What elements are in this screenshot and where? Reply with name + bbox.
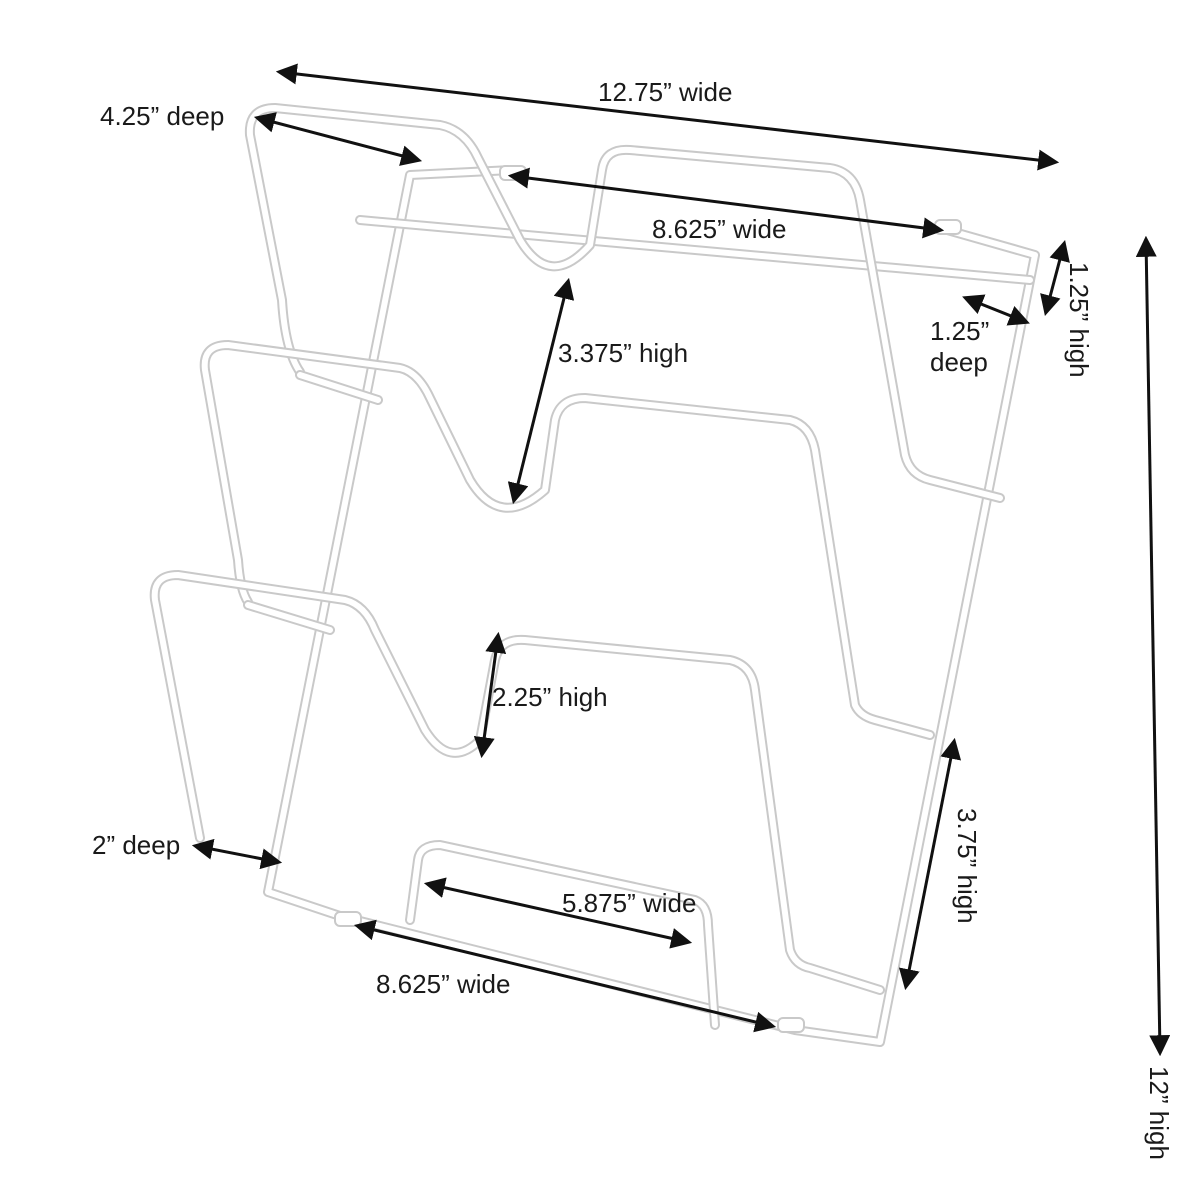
- dimension-arrows: [191, 63, 1171, 1057]
- label-middle-slot-height: 2.25” high: [492, 682, 608, 712]
- label-bottom-slot-width: 5.875” wide: [562, 888, 696, 918]
- arrow-top-slot-width: [507, 167, 945, 239]
- label-overall-height: 12” high: [1144, 1066, 1174, 1160]
- arrow-right-height: [1040, 239, 1070, 317]
- label-top-slot-width: 8.625” wide: [652, 214, 786, 244]
- label-right-height: 1.25” high: [1064, 262, 1094, 378]
- label-bottom-width: 8.625” wide: [376, 969, 510, 999]
- arrow-middle-slot-height: [473, 631, 507, 759]
- dimension-labels: 12.75” wide 4.25” deep 8.625” wide 3.375…: [92, 77, 1174, 1160]
- middle-divider: [199, 340, 935, 740]
- label-lower-right-height: 3.75” high: [952, 808, 982, 924]
- label-right-depth-line1: 1.25”: [930, 316, 989, 346]
- wire-rack: [149, 103, 1040, 1047]
- back-frame: [263, 165, 1040, 1047]
- top-crossbar: [355, 215, 1035, 285]
- arrow-right-depth: [962, 294, 1030, 326]
- bottom-tray: [405, 840, 720, 1030]
- arrow-lower-right-height: [898, 737, 962, 991]
- front-divider: [149, 570, 885, 995]
- label-bottom-depth: 2” deep: [92, 830, 180, 860]
- arrow-overall-height: [1135, 235, 1171, 1057]
- label-overall-depth: 4.25” deep: [100, 101, 224, 131]
- label-overall-width: 12.75” wide: [598, 77, 732, 107]
- arrow-overall-width: [275, 63, 1060, 171]
- label-right-depth-line2: deep: [930, 347, 988, 377]
- arrow-top-slot-height: [507, 277, 575, 505]
- arrow-bottom-depth: [191, 838, 283, 870]
- label-top-slot-height: 3.375” high: [558, 338, 688, 368]
- arrow-overall-depth: [253, 112, 423, 166]
- arrow-bottom-width: [353, 919, 777, 1033]
